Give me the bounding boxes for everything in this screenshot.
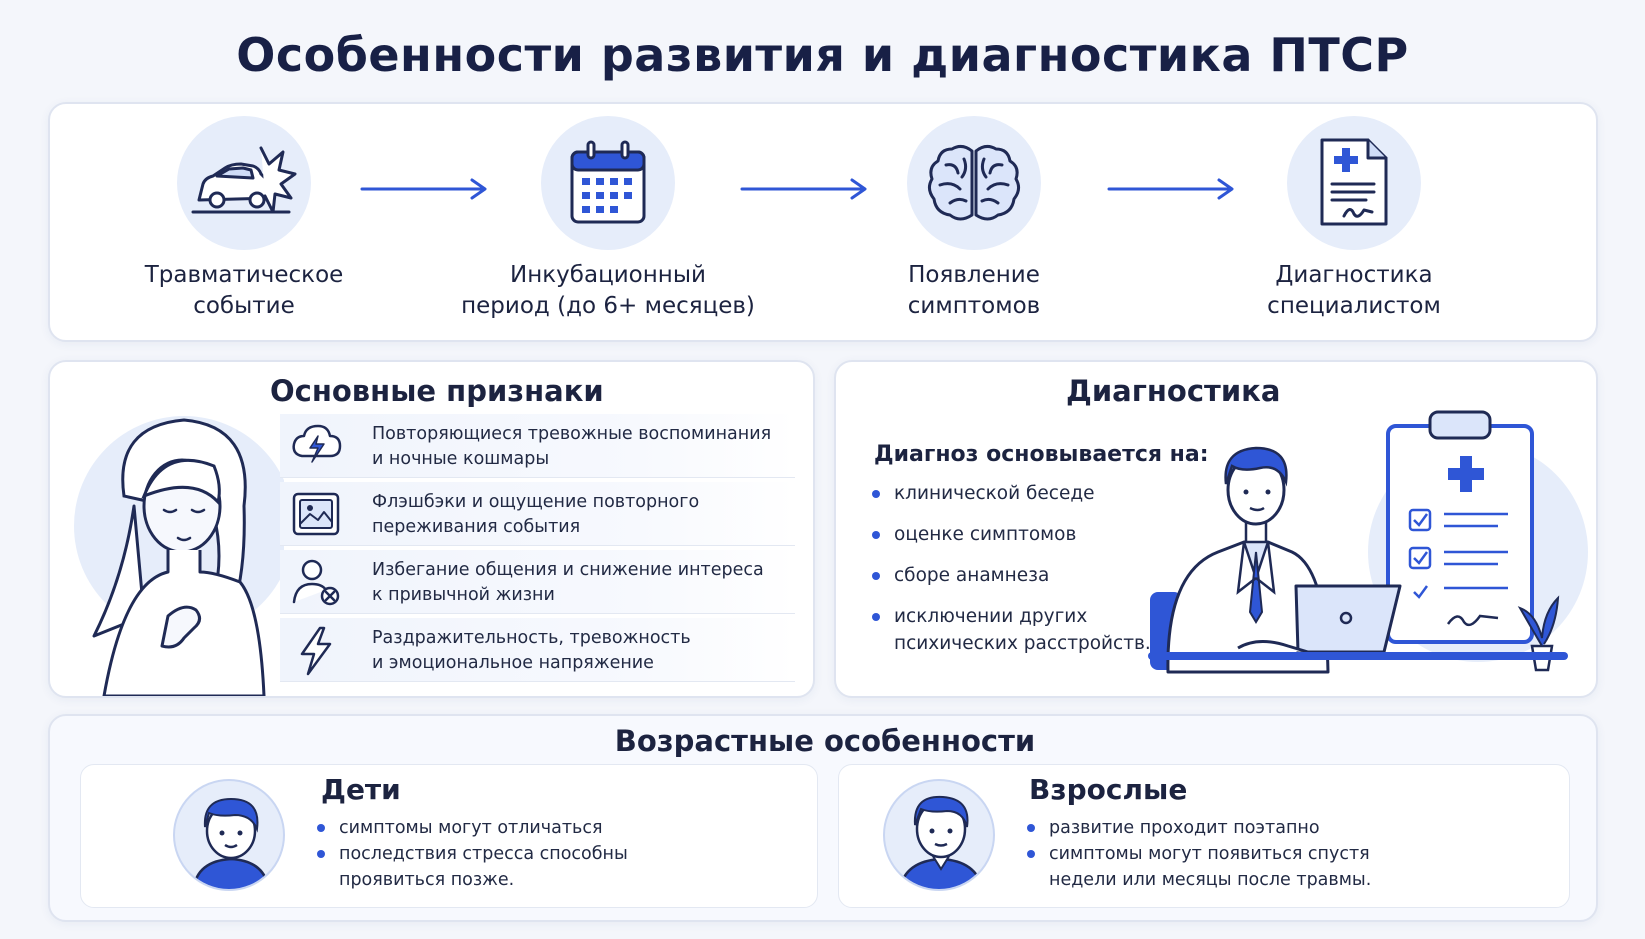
image-icon	[292, 492, 340, 536]
timeline-step-label: событие	[193, 293, 295, 319]
user-remove-icon	[292, 559, 340, 606]
adults-item: развитие проходит поэтапно	[1023, 815, 1371, 841]
sign-text: Флэшбэки и ощущение повторного	[372, 492, 700, 512]
diagnostics-item: исключении других	[868, 603, 1151, 630]
lightning-icon	[300, 626, 332, 676]
age-card-adults: Взрослые развитие проходит поэтапно симп…	[838, 764, 1570, 908]
sign-text: Повторяющиеся тревожные воспоминания	[372, 424, 772, 444]
diagnostics-heading: Диагностика	[1066, 374, 1281, 408]
timeline-step-label: специалистом	[1267, 293, 1441, 319]
diagnostics-panel: Диагностика Диагноз основывается на: кли…	[834, 360, 1598, 698]
signs-panel: Основные признаки Повторяющиеся тревожны…	[48, 360, 815, 698]
adult-avatar	[883, 779, 995, 891]
children-item: последствия стресса способны	[313, 841, 628, 867]
woman-illustration	[74, 416, 284, 696]
timeline-step-label: Травматическое	[144, 262, 344, 288]
sign-text: Раздражительность, тревожность	[372, 628, 691, 648]
timeline-step-incubation: Инкубационный период (до 6+ месяцев)	[458, 116, 758, 322]
diagnostics-item: клинической беседе	[868, 480, 1151, 507]
brain-icon	[907, 116, 1041, 250]
medical-document-icon	[1287, 116, 1421, 250]
age-panel: Возрастные особенности Дети симптомы мог…	[48, 714, 1598, 922]
page-title: Особенности развития и диагностика ПТСР	[236, 28, 1409, 82]
timeline-step-trauma: Травматическое событие	[94, 116, 394, 322]
diagnostics-item-continuation: психических расстройств.	[894, 633, 1151, 654]
sign-item: Повторяющиеся тревожные воспоминания и н…	[280, 414, 795, 478]
arrow-right-icon	[1107, 178, 1234, 200]
timeline-step-diagnosis: Диагностика специалистом	[1204, 116, 1504, 322]
sign-item: Раздражительность, тревожность и эмоцион…	[280, 618, 795, 682]
adults-title: Взрослые	[1029, 773, 1188, 806]
timeline-step-label: период (до 6+ месяцев)	[461, 293, 755, 319]
sign-text: и ночные кошмары	[372, 449, 550, 469]
timeline-step-label: Инкубационный	[510, 262, 706, 288]
children-item-continuation: проявиться позже.	[339, 870, 515, 890]
diagnostics-subheading: Диагноз основывается на:	[874, 442, 1209, 467]
signs-heading: Основные признаки	[270, 374, 604, 408]
arrow-right-icon	[740, 178, 867, 200]
adults-item-continuation: недели или месяцы после травмы.	[1049, 870, 1372, 890]
sign-text: Избегание общения и снижение интереса	[372, 560, 764, 580]
adults-list: развитие проходит поэтапно симптомы могу…	[1023, 815, 1371, 893]
timeline-panel: Травматическое событие Инкубационный пер…	[48, 102, 1598, 342]
diagnostics-item: оценке симптомов	[868, 521, 1151, 548]
timeline-step-label: Появление	[908, 262, 1040, 288]
age-card-children: Дети симптомы могут отличаться последств…	[80, 764, 818, 908]
sign-text: переживания события	[372, 517, 581, 537]
storm-cloud-icon	[292, 424, 342, 463]
arrow-right-icon	[360, 178, 487, 200]
timeline-step-label: симптомов	[907, 293, 1041, 319]
diagnostics-item: сборе анамнеза	[868, 562, 1151, 589]
children-title: Дети	[321, 773, 401, 806]
children-item: симптомы могут отличаться	[313, 815, 628, 841]
car-crash-icon	[177, 116, 311, 250]
doctor-illustration	[1148, 410, 1588, 674]
diagnostics-list: клинической беседе оценке симптомов сбор…	[868, 480, 1151, 657]
sign-text: и эмоциональное напряжение	[372, 653, 654, 673]
sign-item: Избегание общения и снижение интереса к …	[280, 550, 795, 614]
sign-text: к привычной жизни	[372, 585, 555, 605]
timeline-step-label: Диагностика	[1275, 262, 1433, 288]
children-list: симптомы могут отличаться последствия ст…	[313, 815, 628, 893]
timeline-step-symptoms: Появление симптомов	[824, 116, 1124, 322]
calendar-icon	[541, 116, 675, 250]
sign-item: Флэшбэки и ощущение повторного переживан…	[280, 482, 795, 546]
adults-item: симптомы могут появиться спустя	[1023, 841, 1371, 867]
age-heading: Возрастные особенности	[614, 724, 1036, 758]
child-avatar	[173, 779, 285, 891]
